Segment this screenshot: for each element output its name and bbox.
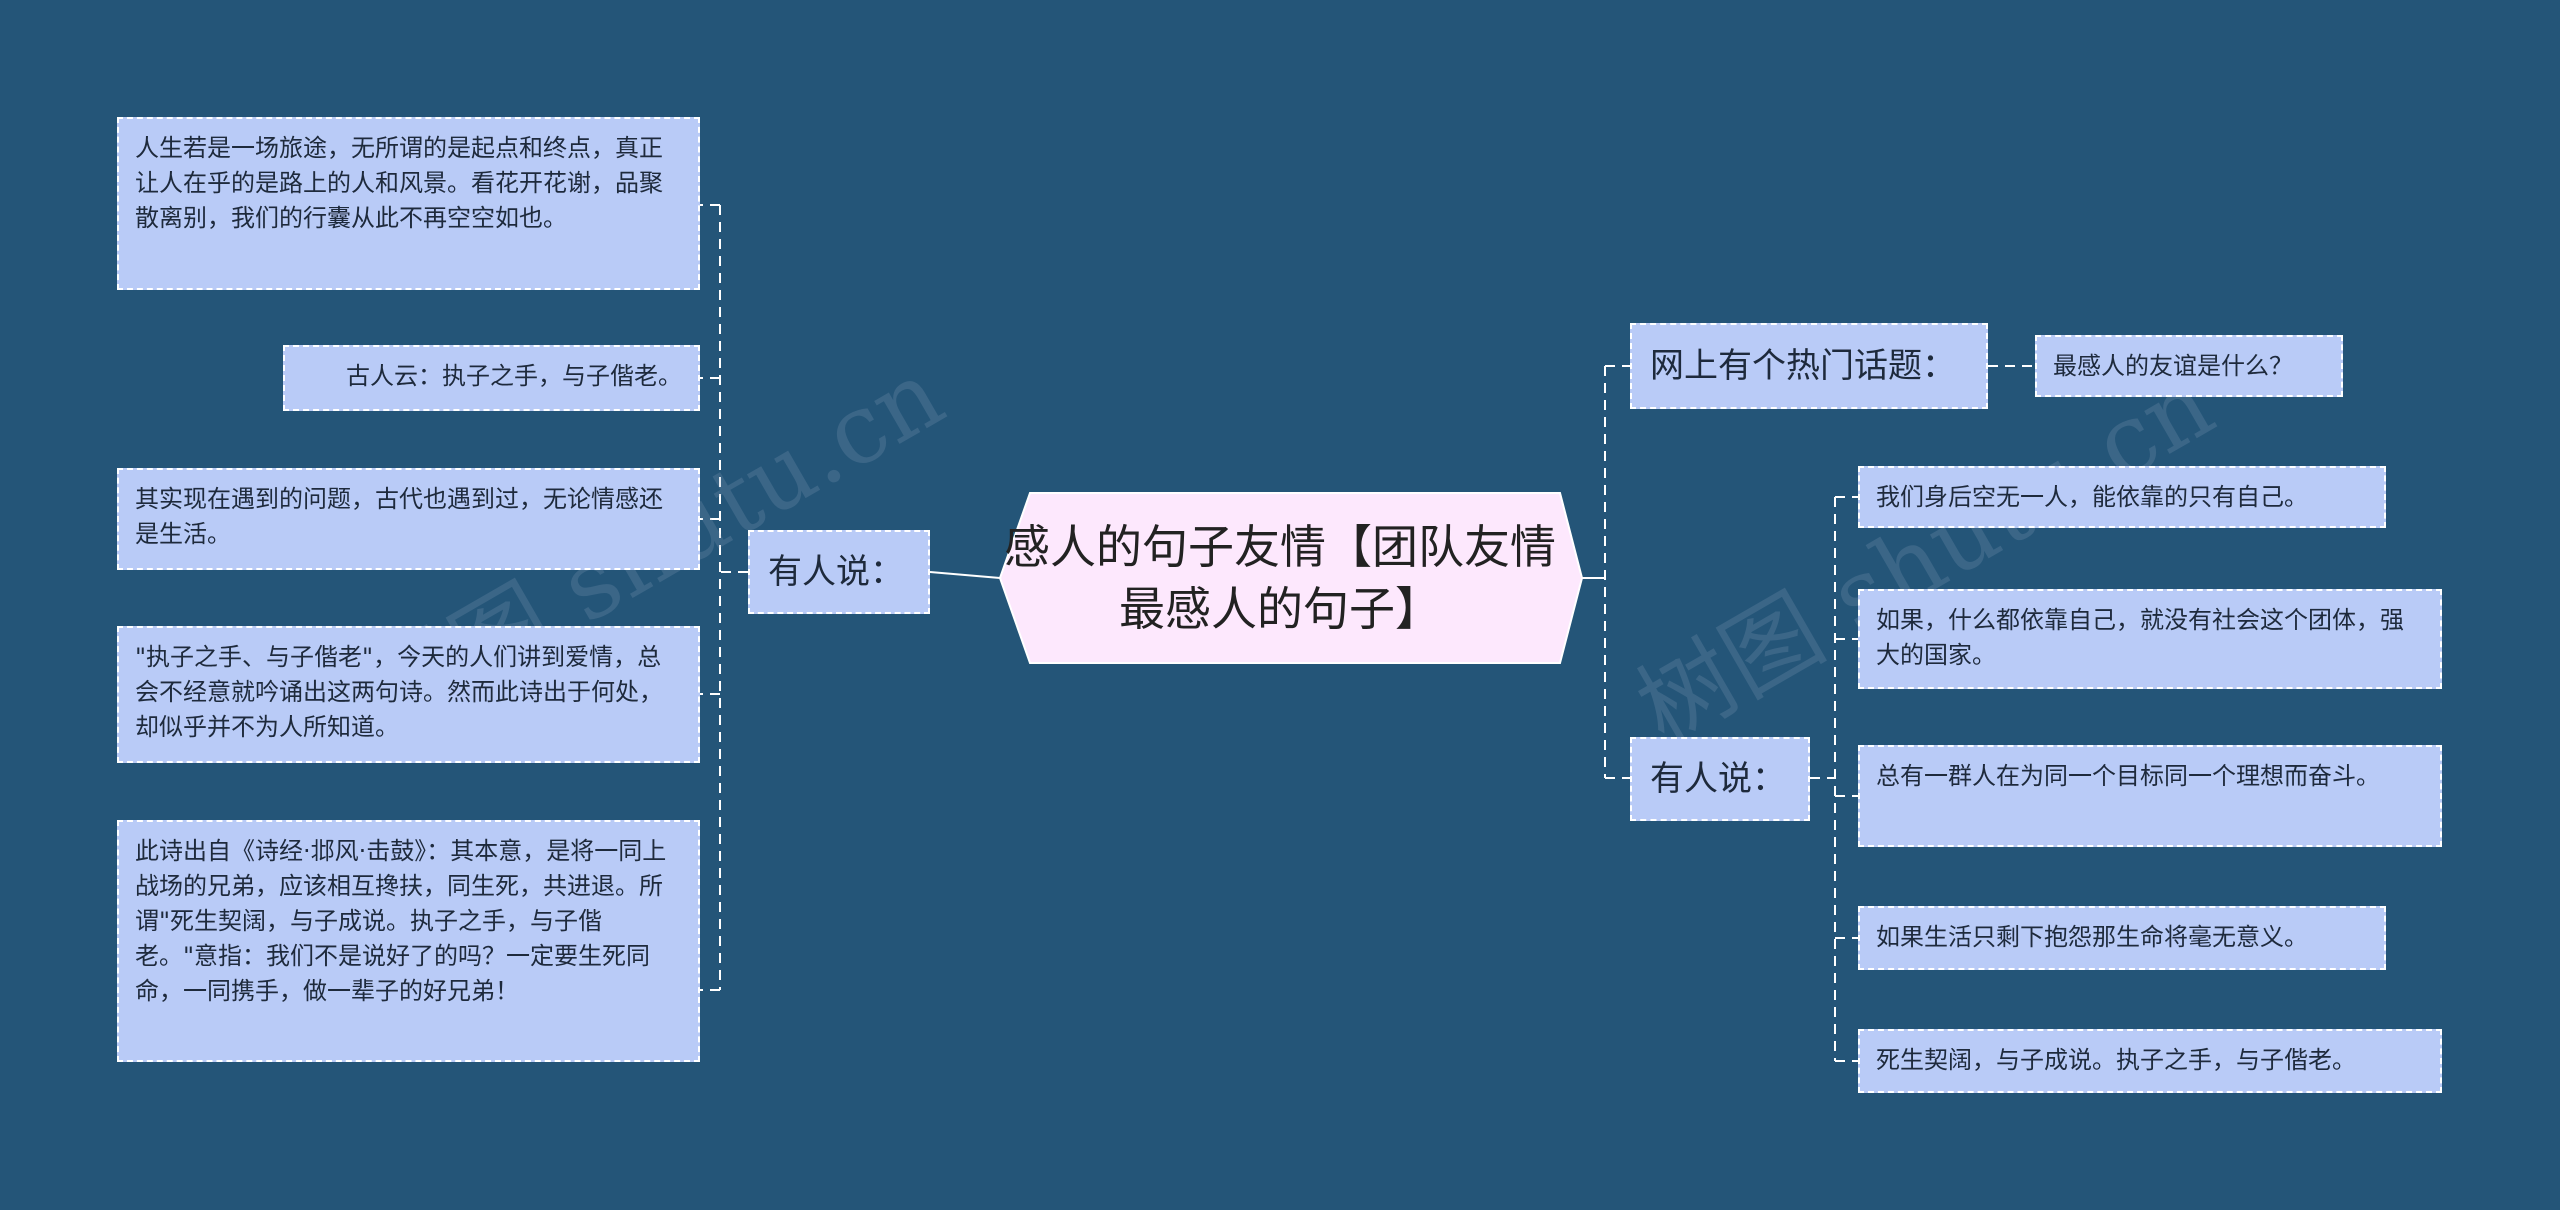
- right-branch2-leaf-4[interactable]: 如果生活只剩下抱怨那生命将毫无意义。: [1858, 906, 2386, 970]
- left-leaf-5[interactable]: 此诗出自《诗经·邶风·击鼓》：其本意，是将一同上战场的兄弟，应该相互搀扶，同生死…: [117, 820, 700, 1062]
- right-branch-label-1[interactable]: 网上有个热门话题：: [1630, 323, 1988, 409]
- right-branch2-leaf-5[interactable]: 死生契阔，与子成说。执子之手，与子偕老。: [1858, 1029, 2442, 1093]
- right-branch2-leaf-2[interactable]: 如果，什么都依靠自己，就没有社会这个团体，强大的国家。: [1858, 589, 2442, 689]
- right-branch1-leaf-1[interactable]: 最感人的友谊是什么？: [2035, 335, 2343, 397]
- left-leaf-1[interactable]: 人生若是一场旅途，无所谓的是起点和终点，真正让人在乎的是路上的人和风景。看花开花…: [117, 117, 700, 290]
- right-branch2-leaf-1[interactable]: 我们身后空无一人，能依靠的只有自己。: [1858, 466, 2386, 528]
- connector-root-left: [929, 571, 1001, 579]
- left-leaf-2[interactable]: 古人云：执子之手，与子偕老。: [283, 345, 700, 411]
- right-branch2-leaf-3[interactable]: 总有一群人在为同一个目标同一个理想而奋斗。: [1858, 745, 2442, 847]
- left-branch-label[interactable]: 有人说：: [748, 530, 930, 614]
- left-leaf-4[interactable]: "执子之手、与子偕老"，今天的人们讲到爱情，总会不经意就吟诵出这两句诗。然而此诗…: [117, 626, 700, 763]
- root-node[interactable]: 感人的句子友情【团队友情最感人的句子】: [1004, 520, 1556, 636]
- right-branch-label-2[interactable]: 有人说：: [1630, 737, 1810, 821]
- left-leaf-3[interactable]: 其实现在遇到的问题，古代也遇到过，无论情感还是生活。: [117, 468, 700, 570]
